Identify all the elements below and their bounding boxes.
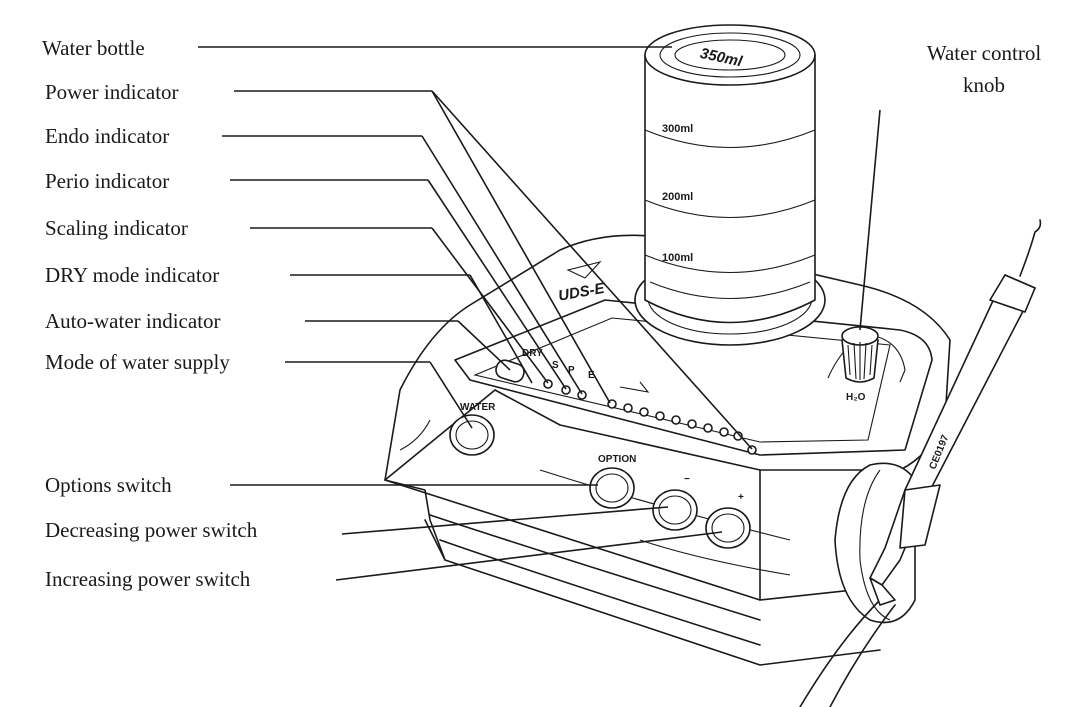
dry-label: DRY bbox=[522, 348, 543, 359]
bottle-mark-100: 100ml bbox=[662, 252, 693, 264]
dry-mode-led bbox=[543, 379, 553, 389]
label-options-switch: Options switch bbox=[45, 473, 172, 497]
water-button-label: WATER bbox=[460, 402, 496, 413]
label-increasing-power-switch: Increasing power switch bbox=[45, 567, 251, 591]
bottle-mark-200: 200ml bbox=[662, 191, 693, 203]
label-water-bottle: Water bottle bbox=[42, 36, 145, 60]
label-water-control-knob-line2: knob bbox=[963, 73, 1005, 97]
power-led-8 bbox=[719, 427, 729, 437]
option-button-label: OPTION bbox=[598, 454, 636, 465]
water-control-knob[interactable]: H₂O bbox=[827, 326, 906, 403]
water-bottle: 350ml 300ml 200ml 100ml bbox=[644, 24, 816, 324]
leader-lines bbox=[198, 46, 881, 581]
label-scaling-indicator: Scaling indicator bbox=[45, 216, 188, 240]
label-decreasing-power-switch: Decreasing power switch bbox=[45, 518, 258, 542]
handpiece: CE0197 bbox=[799, 219, 1042, 707]
label-mode-of-water-supply: Mode of water supply bbox=[45, 350, 230, 374]
e-label: E bbox=[588, 370, 595, 381]
bottle-mark-300: 300ml bbox=[662, 123, 693, 135]
minus-label: − bbox=[684, 474, 690, 485]
power-led-6 bbox=[687, 419, 697, 429]
power-led-4 bbox=[655, 411, 665, 421]
power-led-9 bbox=[733, 431, 743, 441]
label-dry-mode-indicator: DRY mode indicator bbox=[45, 263, 219, 287]
label-endo-indicator: Endo indicator bbox=[45, 124, 169, 148]
perio-led bbox=[577, 390, 587, 400]
power-led-2 bbox=[623, 403, 633, 413]
power-bar-icon bbox=[619, 381, 650, 393]
label-perio-indicator: Perio indicator bbox=[45, 169, 169, 193]
power-led-5 bbox=[671, 415, 681, 425]
label-auto-water-indicator: Auto-water indicator bbox=[45, 309, 221, 333]
label-water-control-knob-line1: Water control bbox=[927, 41, 1042, 65]
h2o-label: H₂O bbox=[846, 392, 866, 403]
indicator-panel: DRY S P E bbox=[494, 348, 757, 455]
p-label: P bbox=[568, 365, 575, 376]
auto-water-button[interactable] bbox=[494, 358, 526, 384]
power-led-3 bbox=[639, 407, 649, 417]
callout-labels: Water bottle Power indicator Endo indica… bbox=[42, 36, 1041, 591]
front-buttons: WATER OPTION − + bbox=[449, 402, 751, 549]
power-led-10 bbox=[747, 445, 757, 455]
power-led-7 bbox=[703, 423, 713, 433]
label-power-indicator: Power indicator bbox=[45, 80, 179, 104]
plus-label: + bbox=[738, 492, 744, 503]
s-label: S bbox=[552, 360, 559, 371]
scaling-led bbox=[561, 385, 571, 395]
